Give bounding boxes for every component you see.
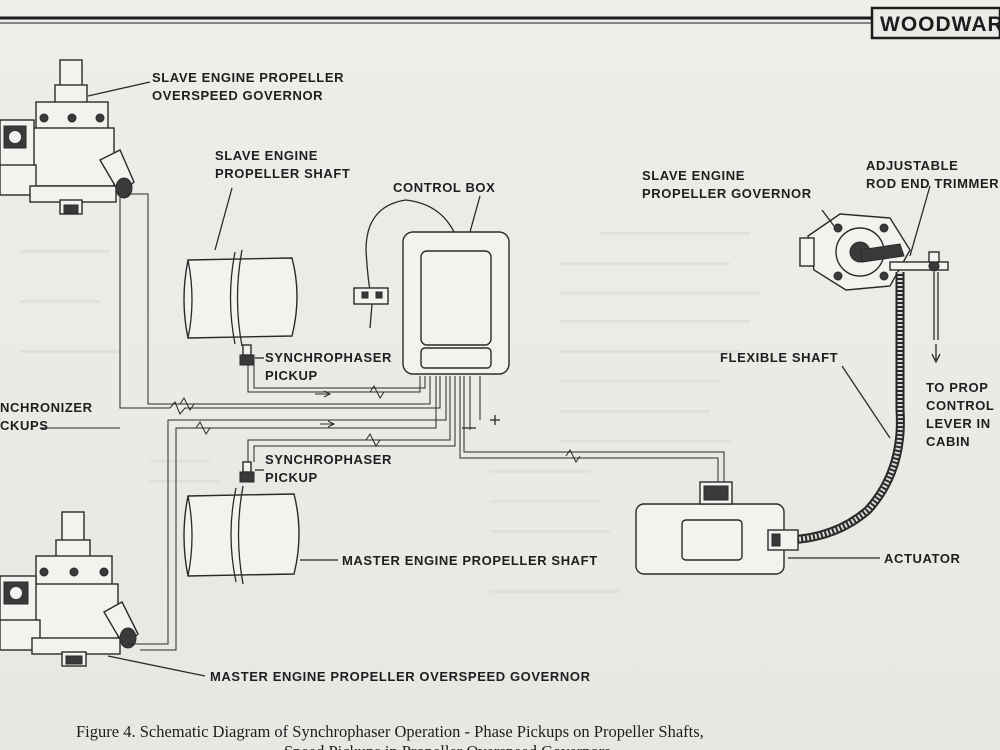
label-slave-shaft-line2: PROPELLER SHAFT — [215, 166, 350, 181]
label-synchro-pickup-1-line1: SYNCHROPHASER — [265, 350, 392, 365]
brand-logo: WOODWAR — [880, 13, 1000, 36]
caption-line1: Figure 4. Schematic Diagram of Synchroph… — [76, 722, 704, 741]
master-propeller-shaft — [183, 485, 338, 585]
label-slave-overspeed-line2: OVERSPEED GOVERNOR — [152, 88, 323, 103]
slave-propeller-governor — [799, 209, 911, 291]
label-to-prop-line3: LEVER IN — [926, 416, 991, 431]
label-synchro-pickup-1-line2: PICKUP — [265, 368, 318, 383]
label-slave-gov-line2: PROPELLER GOVERNOR — [642, 186, 812, 201]
label-slave-gov-line1: SLAVE ENGINE — [642, 168, 745, 183]
label-actuator: ACTUATOR — [884, 551, 961, 566]
rod-end-trimmer — [889, 185, 949, 364]
wiring-harness — [40, 193, 725, 651]
background-text-bleed — [20, 232, 760, 593]
label-synchro-pickup-2-line1: SYNCHROPHASER — [265, 452, 392, 467]
label-master-shaft: MASTER ENGINE PROPELLER SHAFT — [342, 553, 598, 568]
label-trimmer-line2: ROD END TRIMMER — [866, 176, 999, 191]
synchrophaser-pickup-2 — [239, 461, 264, 483]
page-header: WOODWAR — [0, 6, 1000, 40]
label-to-prop-line4: CABIN — [926, 434, 970, 449]
synchrophaser-pickup-1 — [239, 344, 264, 366]
slave-overspeed-governor — [0, 59, 151, 215]
label-control-box: CONTROL BOX — [393, 180, 495, 195]
label-flexible-shaft: FLEXIBLE SHAFT — [720, 350, 838, 365]
slave-propeller-shaft — [183, 187, 298, 347]
label-synchro-pickup-2-line2: PICKUP — [265, 470, 318, 485]
caption-line2: Speed Pickups in Propeller Overspeed Gov… — [284, 742, 611, 750]
label-master-overspeed: MASTER ENGINE PROPELLER OVERSPEED GOVERN… — [210, 669, 591, 684]
label-slave-shaft-line1: SLAVE ENGINE — [215, 148, 318, 163]
label-synchronizer-line2: CKUPS — [0, 418, 49, 433]
actuator — [635, 481, 880, 575]
flexible-shaft — [787, 272, 905, 545]
label-slave-overspeed-line1: SLAVE ENGINE PROPELLER — [152, 70, 344, 85]
label-synchronizer-line1: NCHRONIZER — [0, 400, 93, 415]
label-trimmer-line1: ADJUSTABLE — [866, 158, 958, 173]
figure-caption: Figure 4. Schematic Diagram of Synchroph… — [76, 722, 704, 750]
label-to-prop-line2: CONTROL — [926, 398, 994, 413]
labels: SLAVE ENGINE PROPELLER OVERSPEED GOVERNO… — [0, 70, 999, 684]
master-overspeed-governor — [0, 511, 206, 677]
label-to-prop-line1: TO PROP — [926, 380, 988, 395]
control-box — [353, 195, 510, 375]
